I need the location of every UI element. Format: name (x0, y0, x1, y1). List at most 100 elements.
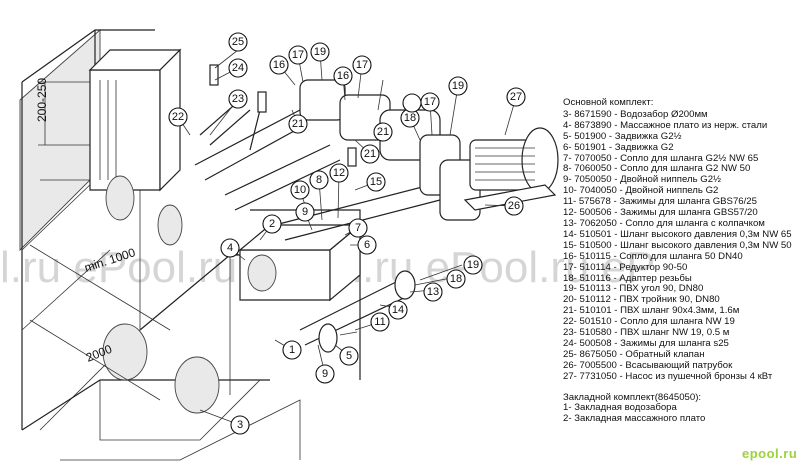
svg-text:17: 17 (424, 96, 436, 108)
svg-text:27: 27 (510, 91, 522, 103)
grates (102, 175, 277, 414)
svg-text:21: 21 (364, 148, 376, 160)
legend-item: 17- 510114 - Редуктор 90-50 (563, 261, 688, 273)
svg-text:19: 19 (467, 259, 479, 271)
callout-9b: 9 (315, 364, 335, 384)
grate-lower-right (174, 356, 220, 414)
callout-21a: 21 (288, 114, 308, 134)
svg-text:7: 7 (355, 222, 361, 234)
svg-text:24: 24 (232, 62, 244, 74)
callout-16c: 16 (402, 93, 422, 113)
legend-item: 10- 7040050 - Двойной ниппель G2 (563, 185, 719, 197)
legend-item: 3- 8671590 - Водозабор Ø200мм (563, 108, 708, 120)
legend-item: 6- 501901 - Задвижка G2 (563, 141, 674, 153)
callout-27: 27 (506, 87, 526, 107)
callout-10: 10 (290, 180, 310, 200)
basin-wall (19, 29, 361, 461)
callout-22: 22 (168, 107, 188, 127)
legend-item: 12- 500506 - Зажимы для шланга GBS57/20 (563, 207, 758, 219)
grate-upper (105, 175, 135, 221)
svg-text:18: 18 (404, 112, 416, 124)
grate-middle (157, 204, 183, 246)
svg-text:8: 8 (316, 174, 322, 186)
svg-text:14: 14 (392, 304, 404, 316)
svg-text:9: 9 (322, 368, 328, 380)
callout-1: 1 (282, 340, 302, 360)
svg-text:10: 10 (294, 184, 306, 196)
callout-4: 4 (220, 238, 240, 258)
svg-text:9: 9 (302, 206, 308, 218)
suction-housing (88, 48, 182, 192)
callout-19c: 19 (463, 255, 483, 275)
callout-25: 25 (228, 32, 248, 52)
parts-legend: Основной комплект: 3- 8671590 - Водозабо… (563, 97, 799, 425)
legend-item: 20- 510112 - ПВХ тройник 90, DN80 (563, 294, 720, 306)
svg-text:26: 26 (508, 200, 520, 212)
legend-item: 11- 575678 - Зажимы для шланга GBS76/25 (563, 196, 757, 208)
callout-17c: 17 (420, 92, 440, 112)
callout-3: 3 (230, 415, 250, 435)
svg-text:23: 23 (232, 93, 244, 105)
legend-item: 8- 7060050 - Сопло для шланга G2 NW 50 (563, 163, 751, 175)
svg-text:22: 22 (172, 111, 184, 123)
grate-lower-left (102, 323, 148, 381)
legend-item: 4- 8673890 - Массажное плато из нерж. ст… (563, 119, 768, 131)
svg-text:18: 18 (450, 273, 462, 285)
svg-text:21: 21 (377, 126, 389, 138)
svg-text:12: 12 (333, 167, 345, 179)
callout-21b: 21 (360, 144, 380, 164)
callout-19b: 19 (448, 76, 468, 96)
callout-14: 14 (388, 300, 408, 320)
svg-text:19: 19 (452, 80, 464, 92)
callout-16a: 16 (269, 55, 289, 75)
svg-text:6: 6 (364, 239, 370, 251)
legend-item: 23- 510580 - ПВХ шланг NW 19, 0.5 м (563, 327, 730, 339)
svg-text:13: 13 (427, 286, 439, 298)
callout-19a: 19 (310, 42, 330, 62)
callouts: 25 24 23 22 16 17 19 16 17 21 21 15 21 1… (168, 32, 526, 435)
pipes (299, 79, 481, 353)
svg-text:2: 2 (269, 218, 275, 230)
svg-text:1: 1 (289, 344, 295, 356)
callout-16b: 16 (333, 66, 353, 86)
callout-2: 2 (262, 214, 282, 234)
callout-12: 12 (329, 163, 349, 183)
dimension-lines (29, 81, 171, 401)
embedded-item: 2- Закладная массажного плато (563, 413, 706, 425)
callout-9: 9 (295, 202, 315, 222)
callout-24: 24 (228, 58, 248, 78)
svg-text:3: 3 (237, 419, 243, 431)
legend-item: 22- 501510 - Сопло для шланга NW 19 (563, 316, 735, 328)
embedded-item: 1- Закладная водозабора (563, 402, 677, 414)
svg-text:25: 25 (232, 36, 244, 48)
legend-item: 14- 510501 - Шланг высокого давления 0,3… (563, 228, 792, 240)
legend-item: 26- 7005500 - Всасывающий патрубок (563, 359, 733, 371)
callout-11: 11 (370, 312, 390, 332)
callout-15: 15 (366, 172, 386, 192)
legend-item: 16- 510115 - Сопло для шланга 50 DN40 (563, 250, 743, 262)
svg-text:11: 11 (374, 316, 385, 328)
callout-17a: 17 (288, 45, 308, 65)
callout-13: 13 (423, 282, 443, 302)
svg-text:4: 4 (227, 242, 233, 254)
callout-5: 5 (339, 346, 359, 366)
callout-18b: 18 (446, 269, 466, 289)
legend-item: 5- 501900 - Задвижка G2½ (563, 130, 682, 142)
callout-23: 23 (228, 89, 248, 109)
svg-text:16: 16 (337, 70, 349, 82)
callout-26: 26 (504, 196, 524, 216)
dim-vertical: 200-250 (35, 78, 49, 122)
callout-8: 8 (309, 170, 329, 190)
callout-21c: 21 (373, 122, 393, 142)
callout-7: 7 (348, 218, 368, 238)
svg-text:17: 17 (292, 49, 304, 61)
site-logo: epool.ru (742, 446, 798, 461)
legend-item: 13- 7062050 - Сопло для шланга с колпачк… (563, 217, 765, 229)
legend-item: 24- 500508 - Зажимы для шланга s25 (563, 337, 729, 349)
grate-plate (247, 254, 277, 292)
legend-item: 9- 7050050 - Двойной ниппель G2½ (563, 174, 722, 186)
svg-text:17: 17 (356, 59, 368, 71)
svg-text:5: 5 (346, 350, 352, 362)
check-valves (209, 64, 357, 167)
